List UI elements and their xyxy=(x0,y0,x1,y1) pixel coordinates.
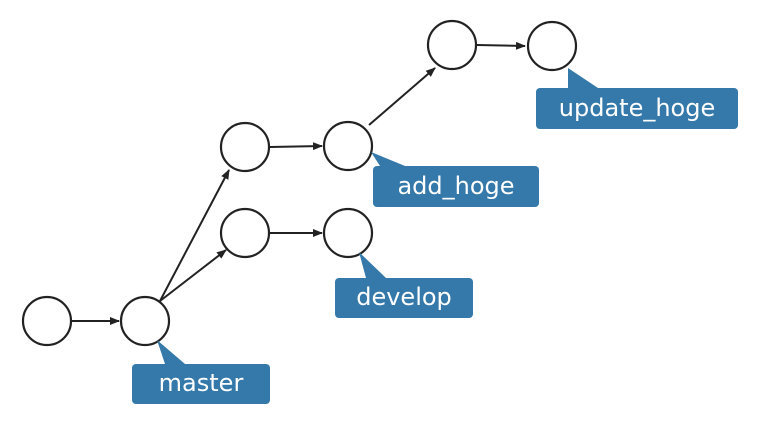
edge-add-hoge-next xyxy=(368,67,436,126)
branch-label-master: master xyxy=(132,340,270,404)
commit-node-master xyxy=(119,295,171,347)
commit-node-add-hoge xyxy=(322,120,374,172)
edge-c1-feature-base xyxy=(159,169,230,302)
branch-label-develop-text: develop xyxy=(356,283,452,311)
commit-node-develop-base xyxy=(219,207,271,259)
edge-feature-base-add-hoge xyxy=(269,142,323,151)
branch-label-add-hoge: add_hoge xyxy=(371,152,539,207)
branch-label-add-hoge-text: add_hoge xyxy=(397,172,514,200)
commit-node-develop xyxy=(322,207,374,259)
commit-node-feature-base xyxy=(219,121,271,173)
commit-node-update-hoge xyxy=(526,20,578,72)
commit-node-initial xyxy=(21,295,73,347)
branch-label-develop: develop xyxy=(335,252,473,318)
edge-c1-develop-base xyxy=(159,249,227,302)
branch-label-update-hoge-text: update_hoge xyxy=(559,94,715,122)
commit-node-feature-next xyxy=(426,19,478,71)
branch-label-master-text: master xyxy=(159,369,244,397)
branch-label-update-hoge: update_hoge xyxy=(536,68,738,129)
edge-next-update-hoge xyxy=(476,41,526,50)
